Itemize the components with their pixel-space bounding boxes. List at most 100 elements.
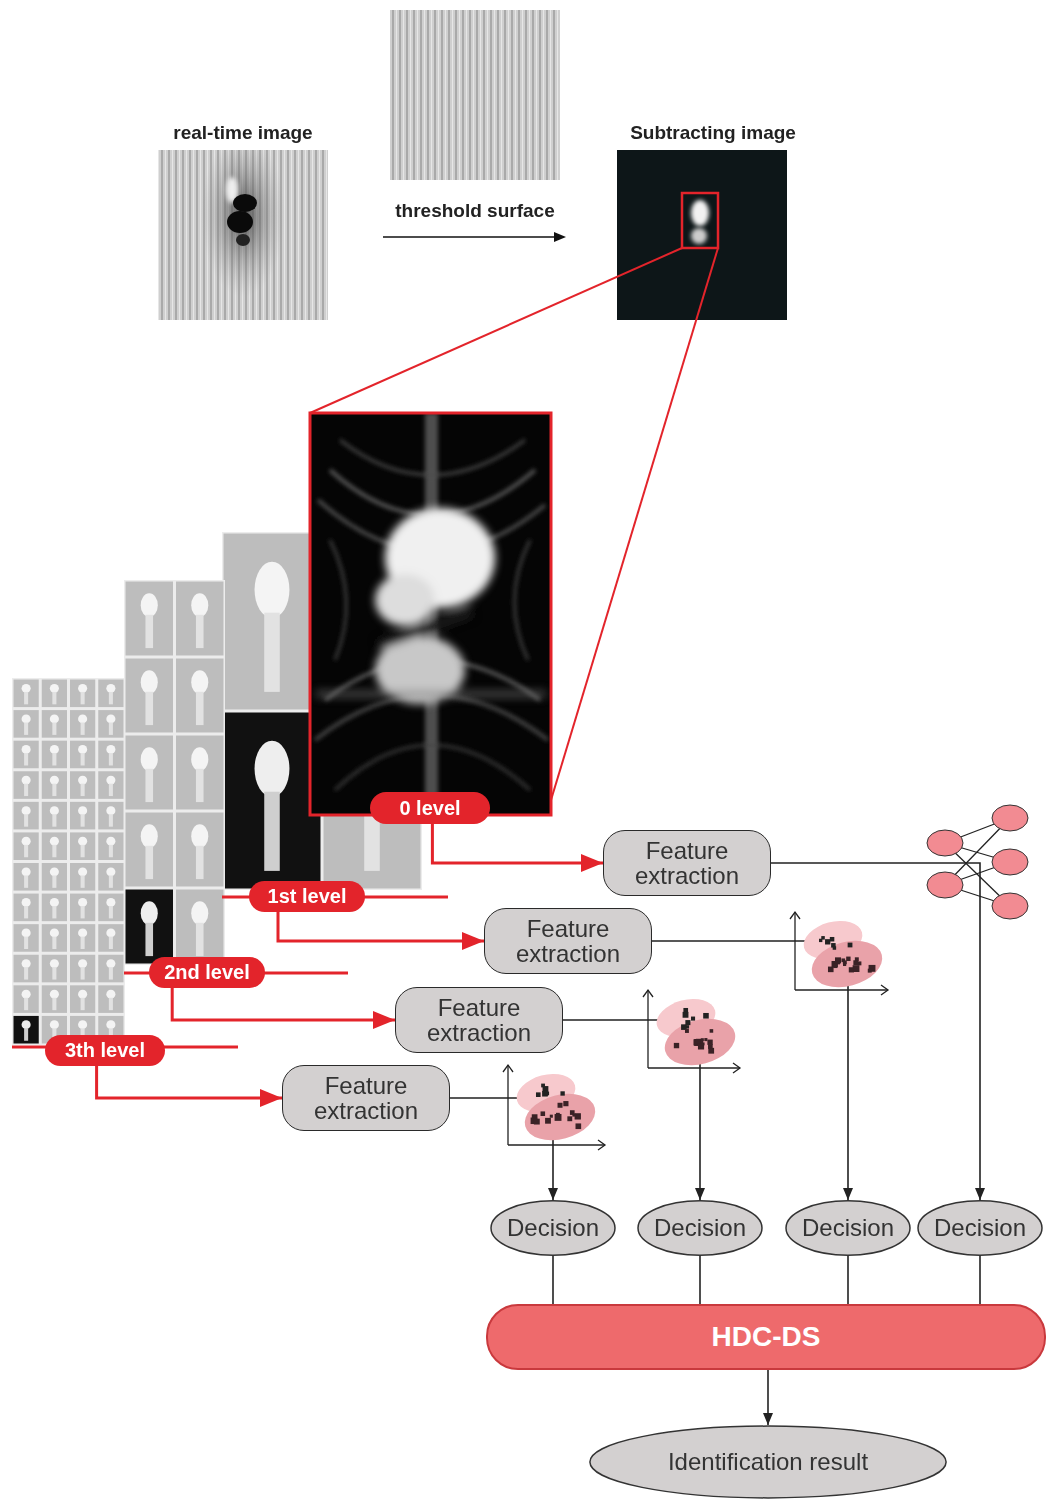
data-point xyxy=(703,1013,709,1019)
tile-blob xyxy=(52,937,56,949)
tile-blob xyxy=(145,846,153,879)
data-point xyxy=(849,967,854,972)
level-tile xyxy=(98,832,123,860)
data-point xyxy=(843,963,846,966)
tile-blob xyxy=(141,593,158,617)
tile-blob xyxy=(109,967,113,979)
tile-blob xyxy=(255,741,290,797)
level-tile xyxy=(70,771,95,799)
decision-ellipse: Decision xyxy=(490,1200,616,1256)
level-tile xyxy=(98,894,123,922)
node-text: 3th level xyxy=(65,1039,145,1062)
data-point xyxy=(698,1043,704,1049)
axis-arrow xyxy=(503,1065,513,1072)
data-point xyxy=(577,1115,581,1119)
tile-blob xyxy=(78,684,87,693)
image-frame xyxy=(617,150,787,320)
tile-blob xyxy=(141,901,158,925)
level-tile xyxy=(98,955,123,983)
level-tile xyxy=(42,985,67,1013)
tile-blob xyxy=(52,784,56,796)
plot-axis xyxy=(648,1067,740,1068)
tile-blob xyxy=(78,837,87,846)
data-point xyxy=(674,1043,679,1048)
tile-blob xyxy=(24,998,28,1010)
node-text: Decision xyxy=(802,1214,894,1242)
data-point xyxy=(543,1091,548,1096)
data-point xyxy=(545,1118,551,1124)
real-time-image xyxy=(158,133,328,320)
image-caption: real-time image xyxy=(173,122,312,144)
level-tile xyxy=(70,985,95,1013)
level-tile xyxy=(176,813,224,887)
result-ellipse: Identification result xyxy=(587,1425,949,1499)
tile-blob xyxy=(52,845,56,857)
tile-blob xyxy=(106,745,115,754)
node-text: Feature extraction xyxy=(495,916,641,966)
tile-blob xyxy=(106,806,115,815)
tile-blob xyxy=(52,692,56,704)
tile-blob xyxy=(145,615,153,648)
level-tile xyxy=(14,771,39,799)
tile-blob xyxy=(24,692,28,704)
tile-blob xyxy=(109,784,113,796)
tile-blob xyxy=(78,714,87,723)
tile-blob xyxy=(81,753,85,765)
tile-blob xyxy=(81,937,85,949)
tile-blob xyxy=(81,722,85,734)
level-tile xyxy=(42,741,67,769)
data-point xyxy=(567,1116,572,1121)
tile-blob xyxy=(141,747,158,771)
level-tile xyxy=(176,736,224,810)
tile-blob xyxy=(106,990,115,999)
level-tile xyxy=(98,710,123,738)
tile-blob xyxy=(78,898,87,907)
tile-blob xyxy=(50,898,59,907)
level-tile xyxy=(70,955,95,983)
tile-blob xyxy=(78,745,87,754)
data-point xyxy=(853,960,858,965)
tile-blob xyxy=(106,867,115,876)
level-tile xyxy=(224,713,321,889)
level-tile xyxy=(42,832,67,860)
flow-connector xyxy=(767,1370,769,1425)
node-text: 2nd level xyxy=(164,961,250,984)
level-tile xyxy=(98,741,123,769)
defect-spot xyxy=(236,234,250,246)
tile-blob xyxy=(50,684,59,693)
fringe xyxy=(335,745,530,790)
tile-blob xyxy=(24,875,28,887)
tile-blob xyxy=(22,990,31,999)
node-text: Decision xyxy=(934,1214,1026,1242)
data-point xyxy=(704,1038,707,1041)
tile-blob xyxy=(22,898,31,907)
feature-extraction-box: Feature extraction xyxy=(395,987,563,1053)
data-point xyxy=(542,1091,548,1097)
level-tile xyxy=(98,863,123,891)
flow-connector xyxy=(847,1256,849,1304)
zoomed-image xyxy=(310,413,551,815)
tile-blob xyxy=(50,959,59,968)
level-tile xyxy=(70,894,95,922)
data-point xyxy=(572,1113,575,1116)
tile-blob xyxy=(52,875,56,887)
fusion-band: HDC-DS xyxy=(486,1304,1046,1370)
plot-axis xyxy=(794,912,795,990)
level-tile xyxy=(98,985,123,1013)
net-neuron xyxy=(992,893,1028,919)
tile-blob xyxy=(81,875,85,887)
tile-blob xyxy=(50,867,59,876)
data-point xyxy=(846,957,850,961)
image-caption: threshold surface xyxy=(395,200,554,222)
ellipse-shape xyxy=(491,1201,615,1255)
tile-blob xyxy=(78,867,87,876)
tile-blob xyxy=(22,745,31,754)
defect-blob xyxy=(691,228,707,244)
net-neuron xyxy=(927,872,963,898)
tile-blob xyxy=(78,1020,87,1029)
node-text: 1st level xyxy=(268,885,347,908)
plot-axis xyxy=(795,989,888,990)
zoom-frame xyxy=(310,413,551,815)
tile-blob xyxy=(52,753,56,765)
